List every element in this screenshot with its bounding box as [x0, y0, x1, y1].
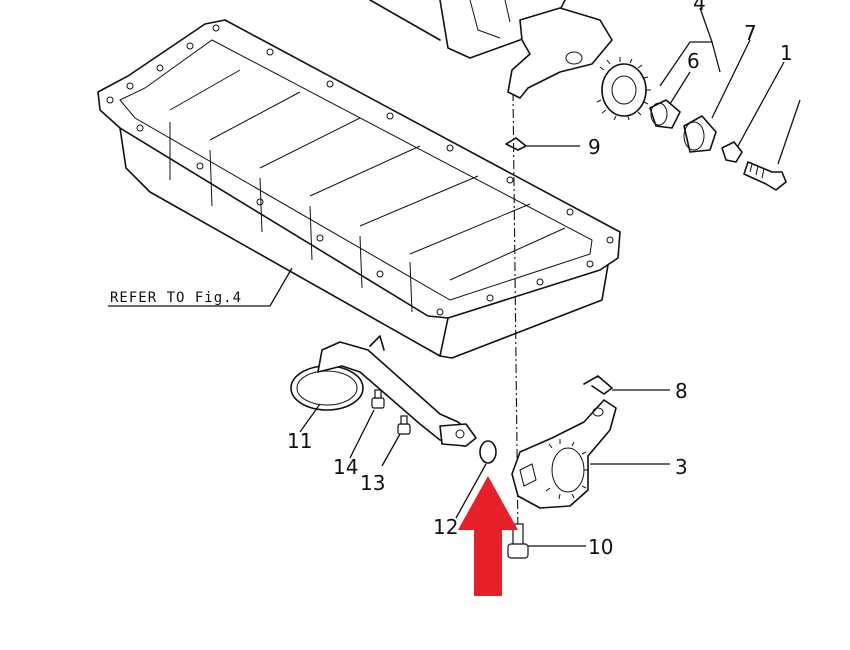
bushing: [649, 99, 681, 129]
callout-1: 1: [780, 41, 793, 65]
refer-note: REFER TO Fig.4: [108, 267, 293, 307]
oil-strainer: [290, 335, 477, 447]
callout-7: 7: [744, 21, 757, 45]
leader-lines: [299, 7, 801, 547]
callout-12: 12: [433, 515, 458, 539]
assembly-centerline: [512, 91, 519, 541]
oil-pump: [511, 399, 617, 509]
highlight-arrow: [458, 476, 518, 596]
callout-13: 13: [360, 471, 385, 495]
bolt-13: [397, 415, 411, 435]
callout-9: 9: [588, 135, 601, 159]
clip-9: [505, 137, 527, 151]
bearing-bracket: [507, 7, 613, 99]
pan-bolt-holes: [106, 24, 614, 316]
collar: [683, 115, 717, 153]
bolt-14: [371, 389, 385, 409]
refer-note-text: REFER TO Fig.4: [110, 290, 242, 306]
o-ring: [479, 440, 497, 464]
callout-11: 11: [287, 429, 312, 453]
bolt-1: [743, 161, 787, 191]
drive-gear: [596, 57, 651, 121]
oil-pan: [97, 19, 621, 359]
callout-6: 6: [687, 49, 700, 73]
retaining-clip: [583, 375, 613, 395]
sleeve: [721, 141, 743, 163]
callout-3: 3: [675, 455, 688, 479]
callout-4: 4: [693, 0, 706, 15]
callout-14: 14: [333, 455, 358, 479]
callout-10: 10: [588, 535, 613, 559]
callout-8: 8: [675, 379, 688, 403]
bolt-10: [507, 523, 529, 559]
